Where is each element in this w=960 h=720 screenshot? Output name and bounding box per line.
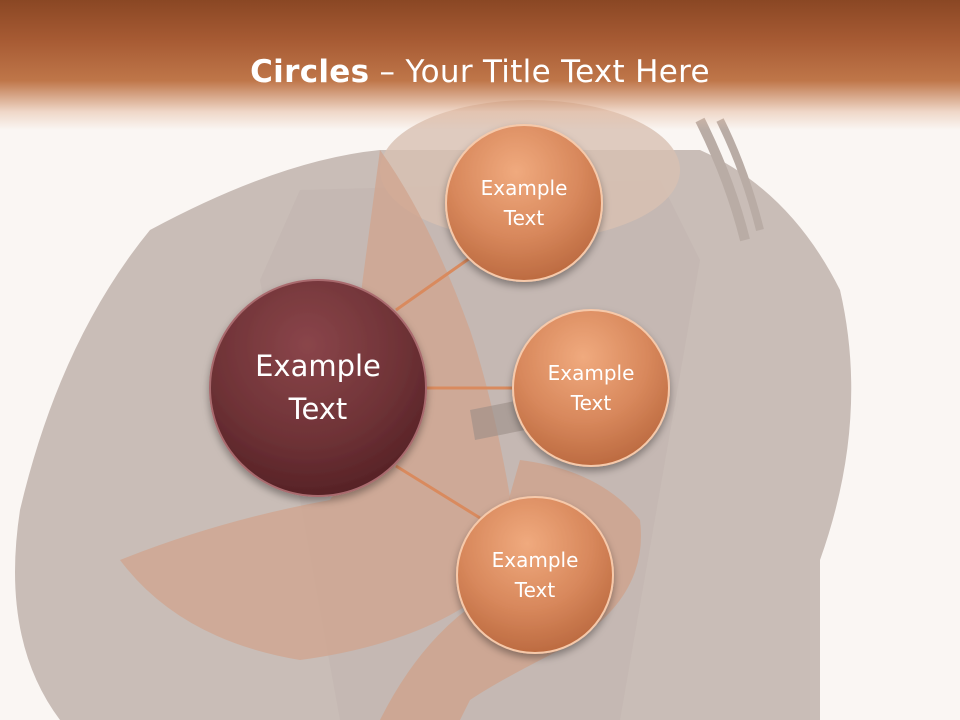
node-circle-2[interactable] — [512, 309, 670, 467]
node-label-2: Example Text — [547, 361, 635, 415]
title-bold: Circles — [250, 54, 370, 90]
title-bar: Circles – Your Title Text Here — [0, 0, 960, 130]
node-label-1: Example Text — [480, 176, 568, 230]
title-rest: – Your Title Text Here — [369, 54, 710, 90]
connector-line-1 — [395, 256, 471, 312]
slide-title: Circles – Your Title Text Here — [0, 54, 960, 90]
center-circle[interactable] — [209, 279, 427, 497]
node-circle-3[interactable] — [456, 496, 614, 654]
center-label: Example Text — [255, 348, 381, 427]
node-label-3: Example Text — [491, 548, 579, 602]
node-circle-1[interactable] — [445, 124, 603, 282]
connector-line-3 — [395, 464, 481, 520]
